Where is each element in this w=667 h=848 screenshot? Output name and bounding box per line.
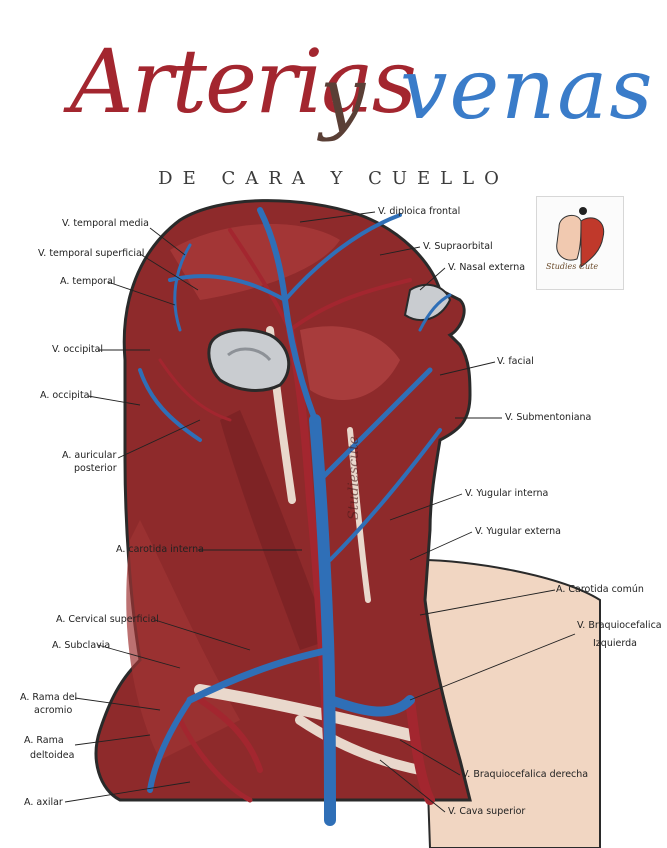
label-a-rama-acromio-2: acromio — [34, 705, 72, 717]
label-v-occipital: V. occipital — [52, 344, 103, 356]
label-v-temporal-superficial: V. temporal superficial — [38, 248, 144, 260]
label-v-nasal-externa: V. Nasal externa — [448, 262, 525, 274]
ear — [209, 330, 289, 391]
label-v-cava-superior: V. Cava superior — [448, 806, 525, 818]
skin-shoulder — [420, 560, 600, 848]
label-a-auricular-posterior-1: A. auricular — [62, 450, 116, 462]
signature: Studiescute — [346, 436, 362, 520]
label-a-carotida-comun: A. Carotida común — [556, 584, 644, 596]
label-a-axilar: A. axilar — [24, 797, 63, 809]
label-v-diploica-frontal: V. diploica frontal — [378, 206, 460, 218]
label-a-rama-acromio-1: A. Rama del — [20, 692, 77, 704]
label-v-braquiocefalica-izq-1: V. Braquiocefalica — [577, 620, 662, 632]
label-a-rama-deltoidea-2: deltoidea — [30, 750, 74, 762]
label-v-facial: V. facial — [497, 356, 534, 368]
label-v-braquiocefalica-izq-2: Izquierda — [593, 638, 637, 650]
brain-heart-icon — [537, 197, 623, 289]
label-v-yugular-externa: V. Yugular externa — [475, 526, 561, 538]
label-v-temporal-media: V. temporal media — [62, 218, 149, 230]
label-a-carotida-interna: A. carotida interna — [116, 544, 204, 556]
label-a-cervical-superficial: A. Cervical superficial — [56, 614, 159, 626]
label-a-subclavia: A. Subclavia — [52, 640, 110, 652]
label-a-auricular-posterior-2: posterior — [74, 463, 117, 475]
label-v-yugular-interna: V. Yugular interna — [465, 488, 548, 500]
label-v-submentoniana: V. Submentoniana — [505, 412, 591, 424]
label-v-supraorbital: V. Supraorbital — [423, 241, 493, 253]
label-a-rama-deltoidea-1: A. Rama — [24, 735, 64, 747]
brand-logo — [536, 196, 624, 290]
label-v-braquiocefalica-derecha: V. Braquiocefalica derecha — [462, 769, 588, 781]
label-a-temporal: A. temporal — [60, 276, 115, 288]
logo-label: Studies Cute — [546, 262, 598, 271]
label-a-occipital: A. occipital — [40, 390, 92, 402]
